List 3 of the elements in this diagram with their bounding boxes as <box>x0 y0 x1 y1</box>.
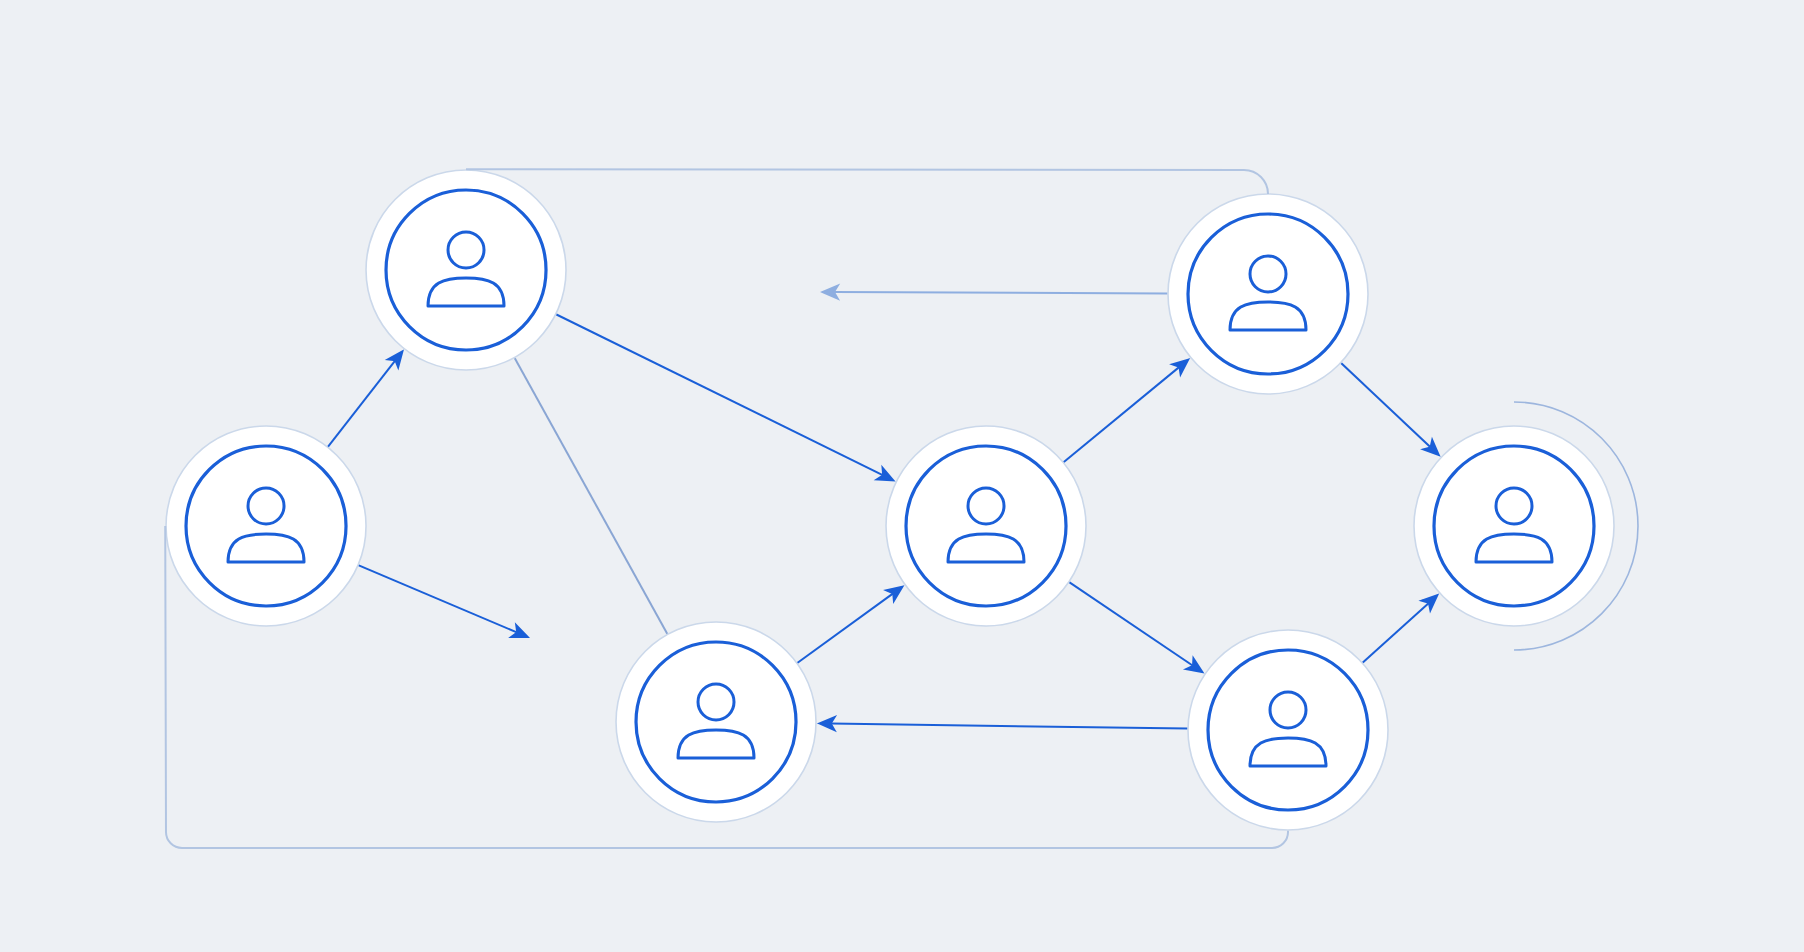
connector-line <box>513 357 669 635</box>
connector-line <box>465 168 1269 195</box>
connector-line <box>164 525 1289 849</box>
